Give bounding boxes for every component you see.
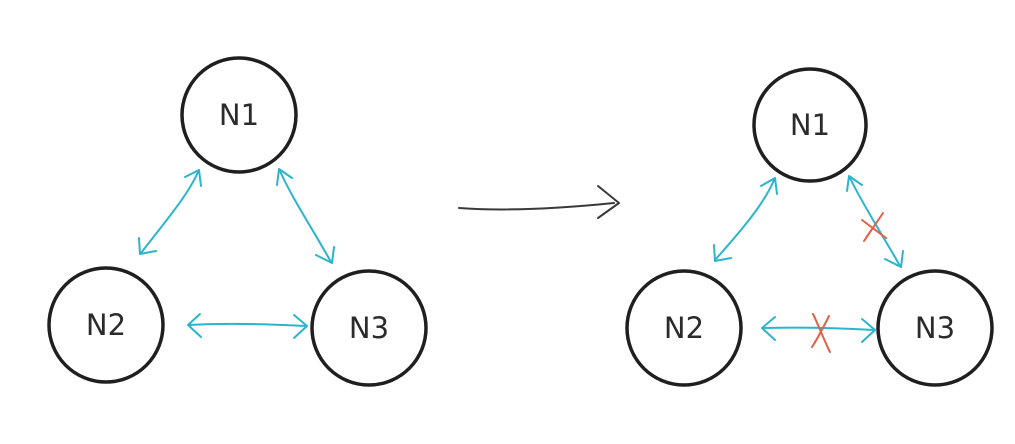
after-cluster: N1 N2 N3 bbox=[625, 67, 994, 387]
node-circle bbox=[310, 269, 428, 387]
arrowhead-n2-end bbox=[187, 313, 202, 338]
node-label: N2 bbox=[86, 308, 126, 342]
link-n2-n3 bbox=[187, 313, 308, 339]
node-label: N1 bbox=[219, 98, 259, 132]
transition-arrow bbox=[458, 185, 620, 219]
node-circle bbox=[752, 67, 868, 183]
link-n1-n2 bbox=[138, 169, 202, 255]
node-n3: N3 bbox=[310, 269, 428, 387]
arrowhead-n3-end bbox=[293, 314, 308, 339]
cut-stroke bbox=[811, 315, 830, 348]
arrowhead-n2-end bbox=[138, 237, 157, 255]
arrowhead-n2-end bbox=[761, 316, 776, 341]
link-line bbox=[188, 322, 307, 327]
node-label: N1 bbox=[790, 108, 830, 142]
link-n2-n3 bbox=[761, 313, 876, 353]
arrowhead-n3-end bbox=[315, 246, 335, 264]
node-circle bbox=[47, 266, 165, 384]
cut-stroke bbox=[861, 219, 887, 239]
cut-mark-n2-n3 bbox=[811, 313, 831, 353]
arrowhead-n1-end bbox=[846, 175, 863, 192]
link-line bbox=[849, 177, 901, 267]
node-n2: N2 bbox=[47, 266, 165, 384]
node-n3: N3 bbox=[876, 269, 994, 387]
cut-stroke bbox=[863, 212, 884, 242]
node-n1: N1 bbox=[180, 56, 298, 174]
node-label: N2 bbox=[664, 311, 704, 345]
link-line bbox=[714, 179, 775, 261]
arrowhead-n3-end bbox=[884, 250, 904, 268]
node-circle bbox=[876, 269, 994, 387]
node-label: N3 bbox=[915, 311, 955, 345]
cut-mark-n1-n3 bbox=[861, 212, 887, 242]
link-n1-n3 bbox=[276, 168, 335, 264]
arrowhead-n1-end bbox=[760, 177, 778, 195]
arrowhead-n3-end bbox=[861, 318, 876, 343]
transition-arrowhead bbox=[597, 185, 620, 219]
node-circle bbox=[625, 269, 743, 387]
arrowhead-n2-end bbox=[713, 244, 732, 262]
link-line bbox=[279, 170, 332, 263]
link-n1-n2 bbox=[713, 177, 778, 262]
link-n1-n3 bbox=[846, 175, 904, 268]
node-n1: N1 bbox=[752, 67, 868, 183]
arrowhead-n1-end bbox=[276, 168, 293, 186]
node-label: N3 bbox=[349, 311, 389, 345]
before-cluster: N1 N2 N3 bbox=[47, 56, 428, 387]
node-n2: N2 bbox=[625, 269, 743, 387]
arrowhead-n1-end bbox=[184, 169, 202, 187]
transition-arrow-shaft bbox=[458, 202, 615, 211]
node-circle bbox=[180, 56, 298, 174]
link-line bbox=[140, 171, 199, 254]
